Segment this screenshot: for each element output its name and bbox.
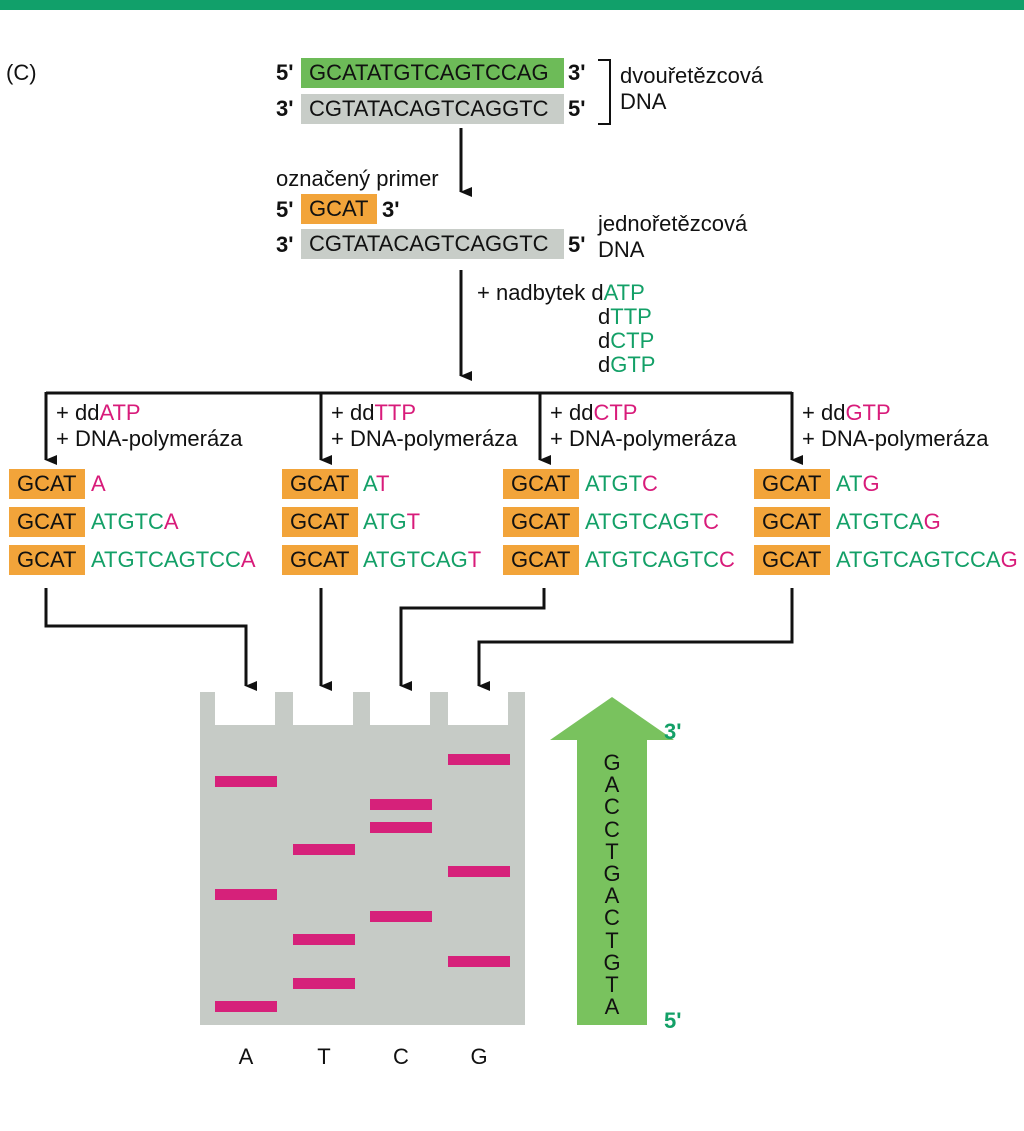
product-t-3: ATGTCAGT	[363, 547, 482, 572]
gel	[200, 692, 525, 1025]
gel-band	[215, 776, 277, 787]
panel-label: (C)	[6, 60, 37, 85]
reaction-c-polymerase: + DNA-polymeráza	[550, 426, 737, 451]
gel-band	[370, 822, 432, 833]
template-5prime: 5'	[568, 232, 586, 257]
path-lane-a	[44, 588, 257, 691]
sequence-read: G A C C T G A C T G T A	[603, 750, 621, 1020]
primer-tag: GCAT	[503, 545, 579, 575]
gel-band	[215, 1001, 277, 1012]
product-g-3: ATGTCAGTCCAG	[836, 547, 1018, 572]
primer-tag: GCAT	[282, 507, 358, 537]
reaction-t-polymerase: + DNA-polymeráza	[331, 426, 518, 451]
bottom-strand-5prime: 5'	[568, 96, 586, 121]
primer-sequence: GCAT	[301, 194, 377, 224]
double-strand-label-1: dvouřetězcová	[620, 63, 764, 88]
primer-tag: GCAT	[282, 545, 358, 575]
gel-band	[370, 799, 432, 810]
primer-3prime: 3'	[382, 197, 400, 222]
product-c-3: ATGTCAGTCC	[585, 547, 735, 572]
path-lane-c	[399, 588, 546, 691]
gel-well-a	[215, 692, 275, 725]
reagent-datp: + nadbytek dATP	[477, 280, 645, 305]
primer-tag: GCAT	[503, 507, 579, 537]
gel-well-t	[293, 692, 353, 725]
bottom-strand-sequence: CGTATACAGTCAGGTC	[301, 94, 564, 124]
reagent-dttp: dTTP	[598, 304, 652, 329]
lane-label-t: T	[317, 1044, 331, 1069]
product-a-3: ATGTCAGTCCA	[91, 547, 256, 572]
primer-tag: GCAT	[754, 469, 830, 499]
primer-tag: GCAT	[9, 507, 85, 537]
bottom-strand-3prime: 3'	[276, 96, 294, 121]
product-g-1: ATG	[836, 471, 880, 496]
single-strand-label-2: DNA	[598, 237, 645, 262]
reagent-dgtp: dGTP	[598, 352, 656, 377]
gel-band	[448, 754, 510, 765]
top-strand-sequence: GCATATGTCAGTCCAG	[301, 58, 564, 88]
path-lane-g	[477, 588, 794, 691]
template-sequence: CGTATACAGTCAGGTC	[301, 229, 564, 259]
primer-5prime: 5'	[276, 197, 294, 222]
reaction-g-polymerase: + DNA-polymeráza	[802, 426, 989, 451]
gel-well-c	[370, 692, 430, 725]
gel-band	[215, 889, 277, 900]
primer-tag: GCAT	[754, 507, 830, 537]
product-t-2: ATGT	[363, 509, 421, 534]
lane-label-c: C	[393, 1044, 409, 1069]
arrow-3prime-label: 3'	[664, 719, 682, 744]
product-c-1: ATGTC	[585, 471, 658, 496]
primer-tag: GCAT	[9, 469, 85, 499]
double-strand-label-2: DNA	[620, 89, 667, 114]
single-strand-label-1: jednořetězcová	[598, 211, 748, 236]
gel-band	[293, 844, 355, 855]
primer-tag: GCAT	[503, 469, 579, 499]
gel-band	[293, 978, 355, 989]
primer-label: označený primer	[276, 166, 439, 191]
primer-tag: GCAT	[282, 469, 358, 499]
reaction-a-polymerase: + DNA-polymeráza	[56, 426, 243, 451]
gel-well-g	[448, 692, 508, 725]
top-accent-bar	[0, 0, 1024, 10]
reaction-t-dd: + ddTTP	[331, 400, 416, 425]
lane-label-g: G	[470, 1044, 488, 1069]
product-g-2: ATGTCAG	[836, 509, 941, 534]
product-a-1: A	[91, 471, 106, 496]
reaction-a-dd: + ddATP	[56, 400, 141, 425]
top-strand-5prime: 5'	[276, 60, 294, 85]
gel-band	[293, 934, 355, 945]
primer-tag: GCAT	[754, 545, 830, 575]
lane-label-a: A	[238, 1044, 254, 1069]
read-direction-arrow	[550, 697, 674, 1025]
arrow-5prime-label: 5'	[664, 1008, 682, 1033]
bracket-double-strand	[598, 59, 611, 125]
product-c-2: ATGTCAGTC	[585, 509, 720, 534]
product-t-1: AT	[363, 471, 390, 496]
reaction-g-dd: + ddGTP	[802, 400, 891, 425]
top-strand-3prime: 3'	[568, 60, 586, 85]
gel-band	[448, 866, 510, 877]
reaction-c-dd: + ddCTP	[550, 400, 638, 425]
reagent-dctp: dCTP	[598, 328, 655, 353]
template-3prime: 3'	[276, 232, 294, 257]
primer-tag: GCAT	[9, 545, 85, 575]
gel-band	[370, 911, 432, 922]
gel-band	[448, 956, 510, 967]
product-a-2: ATGTCA	[91, 509, 179, 534]
